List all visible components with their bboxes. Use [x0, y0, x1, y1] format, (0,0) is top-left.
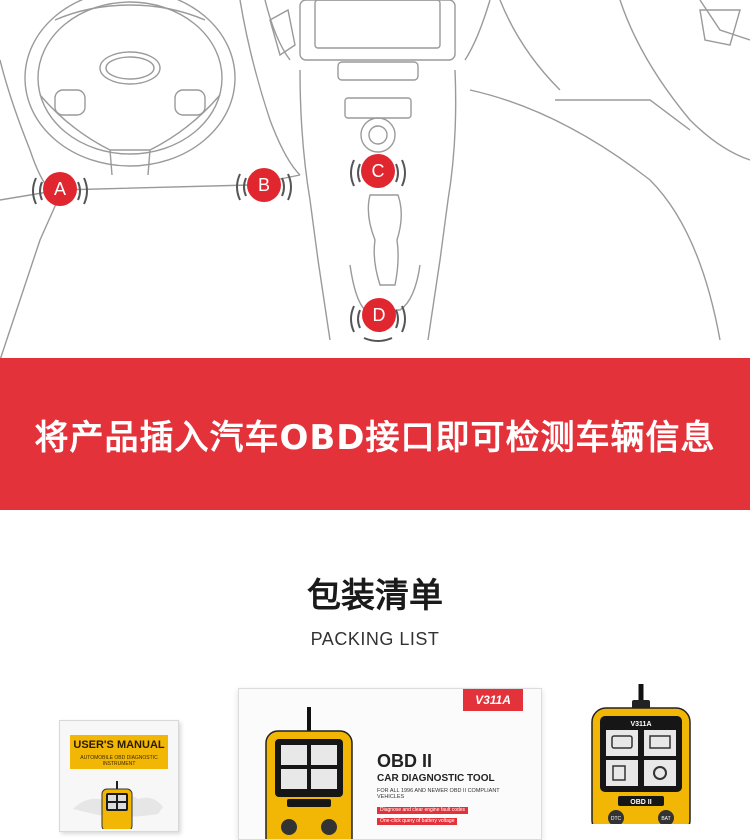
signal-waves-d-icon [350, 305, 406, 342]
marker-d: D [362, 298, 396, 332]
box-feature-1: Diagnose and clear engine fault codes [377, 807, 469, 814]
device-screen-label: OBD II [630, 799, 651, 806]
packing-list-subtitle: PACKING LIST [310, 629, 440, 649]
signal-waves-b-icon [236, 173, 292, 201]
manual-subtitle: AUTOMOBILE OBD DIAGNOSTIC INSTRUMENT [80, 755, 158, 767]
box-device-icon [265, 707, 353, 839]
signal-waves-c-icon [350, 159, 406, 187]
product-box-image: V311A OBD II CAR DIAGNOSTIC TOOL FOR ALL… [238, 688, 542, 840]
manual-cover-band: USER'S MANUAL AUTOMOBILE OBD DIAGNOSTIC … [70, 735, 168, 769]
device-bat-button: BAT [661, 816, 670, 822]
marker-b: B [247, 168, 281, 202]
manual-cover-device-icon [73, 781, 163, 829]
box-tool-name: CAR DIAGNOSTIC TOOL [377, 773, 495, 784]
promo-banner: 将产品插入汽车OBD接口即可检测车辆信息 [0, 358, 750, 510]
marker-a: A [43, 172, 77, 206]
manual-title: USER'S MANUAL [73, 739, 165, 751]
packing-list-title: 包装清单 [307, 576, 443, 616]
box-compat-text: FOR ALL 1996 AND NEWER OBD II COMPLIANT … [377, 788, 500, 800]
box-heading: OBD II [377, 751, 433, 771]
signal-waves-a-icon [32, 177, 88, 205]
obd-scanner-device-image: V311A OBD II DTC BAT [591, 684, 691, 824]
car-interior-diagram: A B C D [0, 0, 750, 358]
box-model-tag: V311A [463, 689, 523, 711]
banner-text: 将产品插入汽车OBD接口即可检测车辆信息 [34, 417, 716, 458]
device-model-label: V311A [630, 721, 651, 728]
marker-c: C [361, 154, 395, 188]
users-manual-image: USER'S MANUAL AUTOMOBILE OBD DIAGNOSTIC … [59, 720, 179, 832]
device-dtc-button: DTC [611, 816, 622, 822]
